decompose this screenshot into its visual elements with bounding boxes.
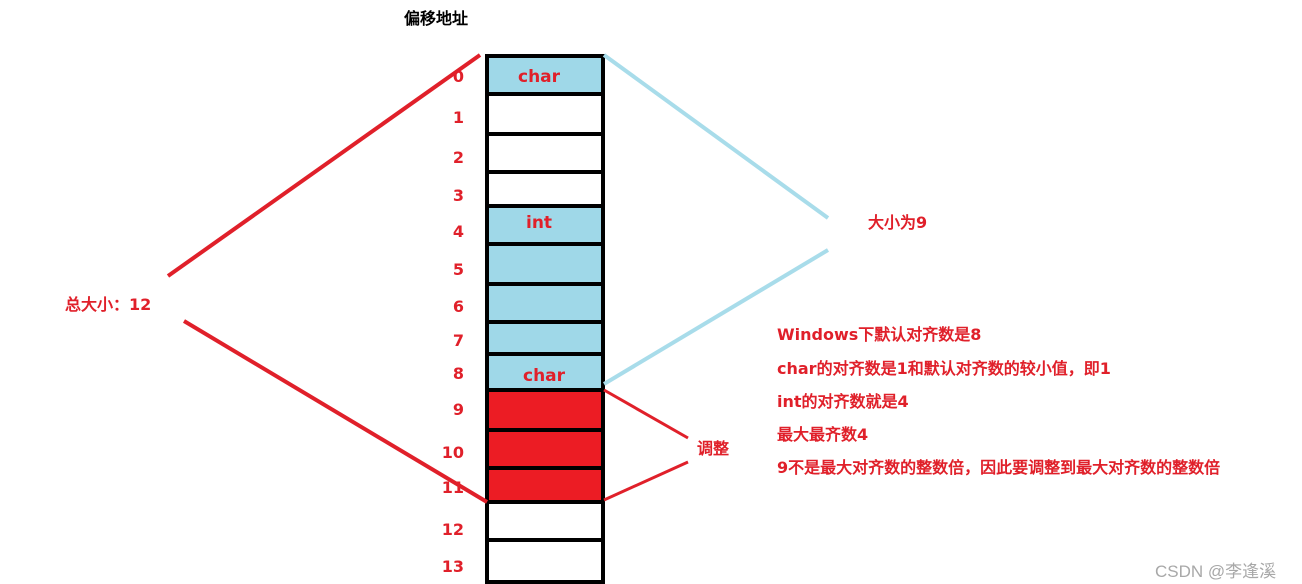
memory-cell-13 [485,538,605,584]
memory-cell-10 [485,428,605,470]
size-bracket-lower-line [602,248,830,386]
total-size-label: 总大小：12 [65,295,152,314]
cell-type-label: char [518,67,561,87]
watermark: CSDN @李逢溪 [1155,562,1277,581]
offset-label-0: 0 [452,67,464,86]
memory-cell-12 [485,500,605,542]
cell-type-label: char [523,366,566,386]
memory-cell-1 [485,92,605,136]
memory-cells [485,54,605,584]
adjust-bracket-lower-line [603,460,689,502]
total-bracket-lower-line [182,319,489,504]
memory-cell-3 [485,170,605,208]
memory-cell-7 [485,320,605,356]
note-line: Windows下默认对齐数是8 [777,325,982,344]
offset-label-11: 11 [441,478,464,497]
note-line: 最大最齐数4 [777,425,869,444]
note-line: 9不是最大对齐数的整数倍，因此要调整到最大对齐数的整数倍 [777,458,1221,477]
diagram-title: 偏移地址 [404,9,469,28]
offset-label-2: 2 [452,148,464,167]
offset-label-6: 6 [452,297,464,316]
total-bracket-upper-line [166,53,482,278]
offset-label-9: 9 [452,400,464,419]
offset-label-5: 5 [452,260,464,279]
memory-cell-5 [485,242,605,286]
memory-cell-2 [485,132,605,174]
adjust-label: 调整 [697,439,730,458]
offset-label-7: 7 [452,331,464,350]
offset-label-1: 1 [452,108,464,127]
note-line: int的对齐数就是4 [777,392,909,411]
offset-label-8: 8 [452,364,464,383]
offset-label-4: 4 [452,222,464,241]
cell-type-label: int [526,213,553,233]
offset-label-10: 10 [441,443,464,462]
memory-cell-11 [485,466,605,504]
size-label: 大小为9 [868,213,928,232]
offset-label-13: 13 [441,557,464,576]
offset-label-12: 12 [441,520,464,539]
memory-cell-6 [485,282,605,324]
note-line: char的对齐数是1和默认对齐数的较小值，即1 [777,359,1111,378]
offset-label-3: 3 [452,186,464,205]
connector-lines [166,53,830,504]
size-bracket-upper-line [602,53,830,220]
memory-cell-9 [485,388,605,432]
adjust-bracket-upper-line [603,388,689,440]
